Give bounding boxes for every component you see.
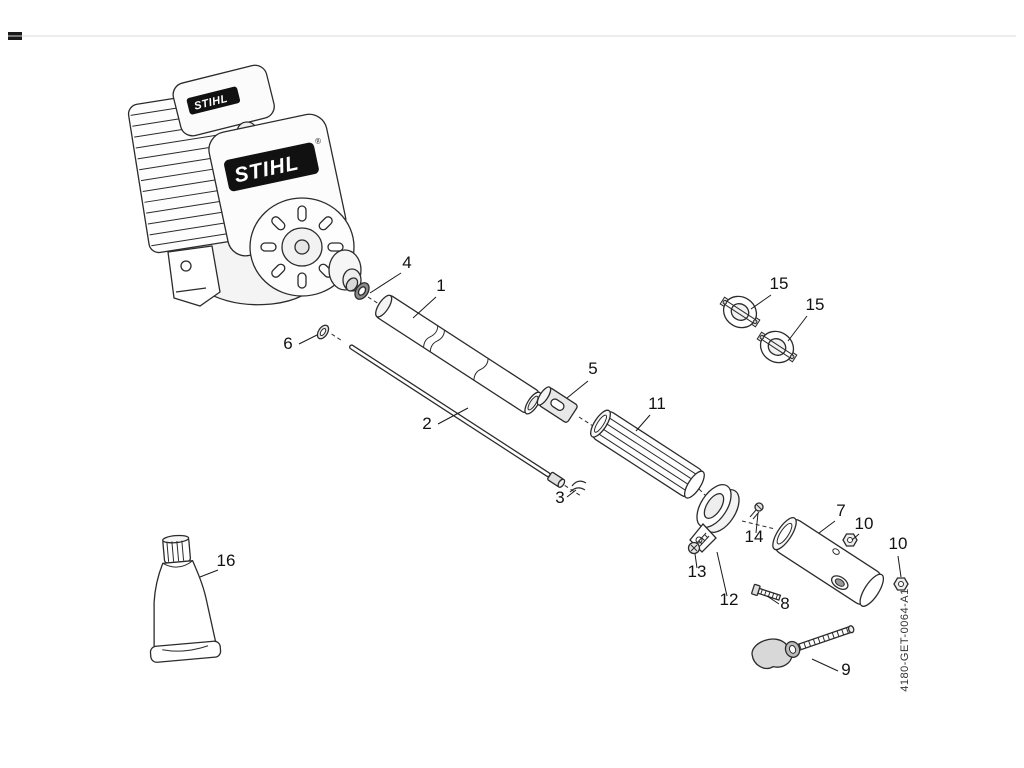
part-label-3: 3	[555, 488, 564, 507]
part-8-bolt	[751, 583, 782, 601]
part-label-10b: 10	[889, 534, 908, 553]
axis-dash-2	[578, 416, 594, 427]
part-label-9: 9	[841, 660, 850, 679]
part-10-nut-b	[893, 577, 909, 591]
part-label-10a: 10	[855, 514, 874, 533]
part-7-coupling-sleeve	[772, 517, 885, 607]
part-14-screw	[749, 502, 764, 520]
part-label-7: 7	[836, 501, 845, 520]
part-label-8: 8	[780, 594, 789, 613]
axis-dash-3	[698, 488, 710, 500]
part-label-13: 13	[688, 562, 707, 581]
part-label-14: 14	[745, 527, 764, 546]
part-13-screw	[687, 532, 710, 555]
part-5-sleeve	[536, 386, 578, 423]
part-label-15b: 15	[806, 295, 825, 314]
engine-mount-foot	[167, 245, 221, 307]
part-label-11: 11	[648, 394, 666, 413]
part-label-6: 6	[283, 334, 292, 353]
part-label-4: 4	[402, 253, 411, 272]
part-label-15a: 15	[770, 274, 789, 293]
part-10-nut-a	[842, 533, 858, 547]
stihl-logo-large-box	[224, 142, 319, 192]
part-15-clamp-a	[719, 295, 761, 329]
leader-lines	[199, 272, 902, 672]
part-label-5: 5	[588, 359, 597, 378]
part-label-12: 12	[720, 590, 739, 609]
part-12-clamp-bracket	[689, 484, 740, 553]
part-4-bushing	[345, 277, 370, 300]
part-label-1: 1	[436, 276, 445, 295]
part-9-wing-screw	[751, 625, 855, 670]
engine-assembly: STIHL STIHL ®	[127, 64, 362, 307]
registered-mark: ®	[314, 136, 322, 146]
starter-housing	[249, 197, 355, 297]
part-11-splined-tube	[590, 409, 705, 499]
axis-dash-1	[367, 296, 380, 305]
part-6-ring	[316, 324, 330, 340]
part-16-grease-tube	[149, 534, 222, 663]
stihl-logo-small-box	[186, 86, 241, 115]
engine-top-cover: STIHL	[172, 64, 275, 137]
axis-dash-4	[741, 520, 776, 530]
part-2-drive-shaft	[331, 333, 582, 497]
part-label-2: 2	[422, 414, 431, 433]
part-1-drive-tube	[375, 294, 542, 415]
drawing-number: 4180-GET-0064-A1	[899, 588, 911, 691]
callout-labels: 4 1 6 2 5 11 15 15 3 13 12 14 7 10 10 8 …	[217, 253, 908, 679]
part-3-circlip	[569, 480, 587, 493]
part-15-clamp-b	[756, 330, 798, 364]
part-label-16: 16	[217, 551, 236, 570]
